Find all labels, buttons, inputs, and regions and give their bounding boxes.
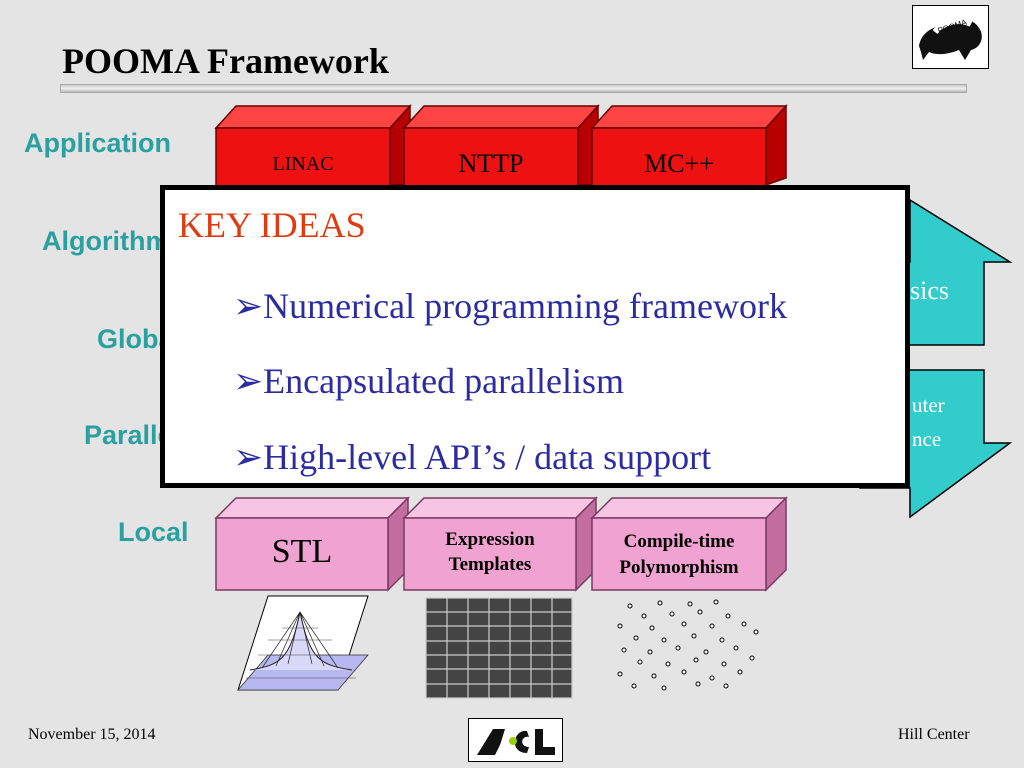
block-label-compile-time-polymorphism: Compile-time Polymorphism	[619, 531, 739, 578]
gaussian-surface-plot	[237, 595, 369, 691]
layer-label-algorithm: Algorithm	[42, 226, 170, 256]
key-idea-item: ➢High-level API’s / data support	[233, 437, 712, 477]
computer-science-label-line2: nce	[912, 427, 942, 451]
block-label-expression-templates: Expression Templates	[445, 529, 535, 575]
arrow-bullet-icon: ➢	[233, 437, 264, 477]
block-mcpp	[590, 104, 788, 189]
footer-date: November 15, 2014	[28, 726, 156, 743]
block-label-nttp: NTTP	[458, 149, 524, 178]
arrow-bullet-icon: ➢	[233, 286, 264, 326]
key-idea-item: ➢Numerical programming framework	[233, 286, 787, 326]
block-label-mcpp: MC++	[644, 149, 714, 178]
key-ideas-title: KEY IDEAS	[178, 205, 366, 245]
key-idea-item: ➢Encapsulated parallelism	[233, 361, 625, 401]
computer-science-label-line1: uter	[912, 393, 945, 417]
slide-title: POOMA Framework	[62, 41, 389, 81]
key-ideas-box: KEY IDEAS ➢Numerical programming framewo…	[160, 185, 910, 488]
block-label-linac: LINAC	[272, 153, 334, 175]
physics-arrow-label: sics	[910, 276, 949, 305]
title-rule	[60, 84, 967, 93]
block-nttp	[402, 104, 600, 189]
acl-logo-icon: ACL	[472, 722, 559, 760]
block-compile-time-polymorphism	[590, 496, 788, 592]
layer-label-application: Application	[24, 128, 171, 158]
pooma-cat-icon: POOMA	[919, 17, 982, 61]
particle-scatter	[617, 599, 759, 691]
layer-label-local: Local	[118, 517, 189, 547]
pooma-logo: POOMA	[912, 5, 989, 69]
block-expression-templates	[402, 496, 598, 592]
grid-image	[425, 597, 573, 699]
footer-location: Hill Center	[898, 726, 970, 743]
svg-text:ACL: ACL	[515, 757, 517, 760]
acl-logo: ACL	[468, 718, 563, 762]
arrow-bullet-icon: ➢	[233, 361, 264, 401]
block-stl	[214, 496, 410, 592]
block-label-stl: STL	[271, 533, 333, 570]
